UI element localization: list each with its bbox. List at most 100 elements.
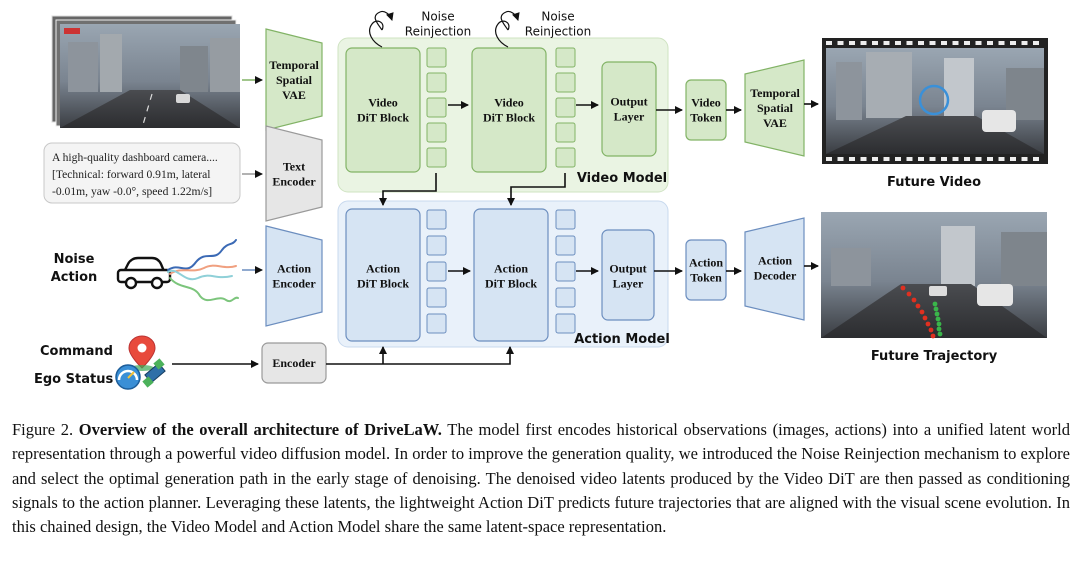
film-hole: [906, 41, 913, 45]
trajectory-point-predicted: [922, 315, 928, 321]
film-hole: [918, 41, 924, 45]
film-hole: [826, 157, 832, 161]
text-encoder: [265, 125, 323, 222]
film-hole: [860, 157, 867, 161]
video-dit-block-2: [471, 47, 547, 173]
film-hole: [952, 41, 959, 45]
future-video-label: Future Video: [887, 175, 981, 190]
action-token-stack-1: [426, 209, 447, 334]
film-hole: [860, 41, 867, 45]
film-hole: [883, 157, 890, 161]
latent-token: [426, 147, 447, 168]
film-hole: [964, 157, 970, 161]
latent-token: [426, 313, 447, 334]
film-hole: [941, 157, 947, 161]
film-hole: [918, 157, 924, 161]
video-model-label: Video Model: [577, 171, 667, 186]
caption-title: Overview of the overall architecture of …: [78, 420, 442, 439]
film-hole: [1010, 41, 1016, 45]
latent-token: [426, 209, 447, 230]
action-output-layer: [601, 229, 655, 321]
text-prompt-box: A high-quality dashboard camera....[Tech…: [43, 142, 241, 204]
film-hole: [906, 157, 913, 161]
film-hole: [872, 41, 878, 45]
film-hole: [929, 41, 936, 45]
latent-token: [555, 122, 576, 143]
video-dit-block-1: [345, 47, 421, 173]
ego-encoder: [261, 342, 327, 384]
trajectory-point-predicted: [900, 285, 906, 291]
action-decoder: [744, 217, 805, 321]
latent-token: [555, 47, 576, 68]
command-label: Command: [40, 344, 113, 359]
future-trajectory-label: Future Trajectory: [871, 349, 998, 364]
trajectory-point-reference: [936, 321, 942, 327]
film-hole: [929, 157, 936, 161]
film-hole: [998, 41, 1005, 45]
trajectory-point-predicted: [919, 309, 925, 315]
latent-token: [426, 287, 447, 308]
video-token-stack-2: [555, 47, 576, 168]
film-hole: [872, 157, 878, 161]
film-hole: [837, 41, 844, 45]
film-hole: [883, 41, 890, 45]
trajectory-point-predicted: [915, 303, 921, 309]
action-dit-block-1: [345, 208, 421, 342]
film-hole: [1010, 157, 1016, 161]
figure-caption: Figure 2. Overview of the overall archit…: [12, 418, 1070, 539]
trajectory-point-reference: [936, 326, 942, 332]
trajectory-point-predicted: [925, 321, 931, 327]
trajectory-point-reference: [933, 306, 939, 312]
satellite-icon: [142, 358, 166, 388]
film-hole: [1021, 157, 1028, 161]
latent-token: [555, 235, 576, 256]
connection-arrows: [172, 76, 819, 368]
temporal-vae-output: [744, 59, 805, 157]
film-hole: [895, 157, 901, 161]
temporal-vae-input: [265, 28, 323, 131]
action-encoder: [265, 225, 323, 327]
latent-token: [555, 72, 576, 93]
film-hole: [987, 157, 993, 161]
film-hole: [849, 157, 855, 161]
film-hole: [1021, 41, 1028, 45]
latent-token: [555, 313, 576, 334]
latent-token: [555, 261, 576, 282]
caption-body: The model first encodes historical obser…: [12, 420, 1071, 537]
latent-token: [426, 235, 447, 256]
film-hole: [826, 41, 832, 45]
film-hole: [952, 157, 959, 161]
trajectory-point-reference: [932, 301, 938, 307]
car-icon: [116, 256, 172, 290]
film-hole: [998, 157, 1005, 161]
trajectory-point-predicted: [928, 327, 934, 333]
film-hole: [941, 41, 947, 45]
prompt-text: A high-quality dashboard camera....[Tech…: [52, 151, 218, 198]
film-hole: [1033, 157, 1039, 161]
film-hole: [964, 41, 970, 45]
film-hole: [987, 41, 993, 45]
action-dit-block-2: [473, 208, 549, 342]
trajectory-point-reference: [935, 316, 941, 322]
noise-trajectory-squiggles: [167, 239, 239, 303]
film-hole: [895, 41, 901, 45]
ego-status-label: Ego Status: [34, 372, 113, 387]
action-token: [685, 239, 727, 301]
video-output-layer: [601, 61, 657, 157]
latent-token: [555, 97, 576, 118]
video-token-stack-1: [426, 47, 447, 168]
